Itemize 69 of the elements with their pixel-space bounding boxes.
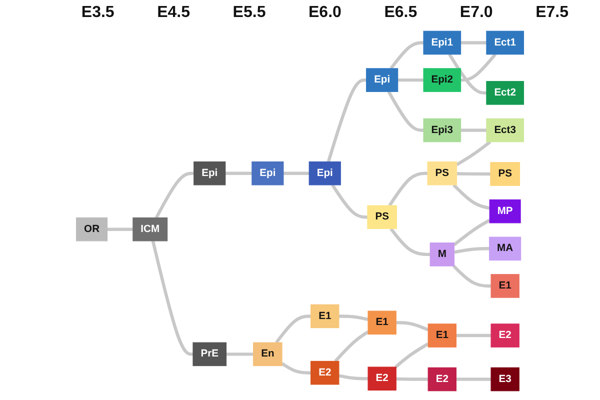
connector xyxy=(453,218,490,246)
node-box: E1 xyxy=(428,324,456,348)
node-box: E2 xyxy=(368,366,396,391)
connector xyxy=(390,41,424,70)
stage-label: E5.5 xyxy=(232,4,266,23)
connector xyxy=(281,362,311,374)
node-box: PS xyxy=(367,205,397,230)
connector xyxy=(448,53,486,95)
connector xyxy=(107,228,133,231)
connector xyxy=(275,314,311,344)
connector xyxy=(452,184,490,210)
connector xyxy=(338,314,368,322)
node-box: ICM xyxy=(132,217,168,242)
node-box: OR xyxy=(76,217,108,242)
connector xyxy=(388,172,428,206)
connector xyxy=(390,228,430,256)
connector xyxy=(225,172,252,175)
node-box: Epi1 xyxy=(423,30,462,55)
connector xyxy=(387,90,424,132)
connector xyxy=(283,172,310,175)
connector xyxy=(460,41,486,44)
connector xyxy=(334,330,369,362)
node-box: M xyxy=(430,242,454,266)
connector xyxy=(398,78,424,82)
connector xyxy=(338,374,368,380)
node-box: MP xyxy=(489,199,521,224)
connector xyxy=(326,78,366,162)
node-box: Epi xyxy=(366,68,398,92)
node-box: Epi3 xyxy=(423,118,462,142)
connector xyxy=(331,184,368,219)
stage-label: E7.0 xyxy=(460,4,493,23)
node-box: Epi xyxy=(252,161,284,186)
connector xyxy=(226,352,254,356)
connector xyxy=(460,128,486,132)
connector xyxy=(456,334,492,338)
node-box: E3 xyxy=(490,367,520,392)
node-box: E1 xyxy=(490,274,520,298)
node-box: En xyxy=(253,342,282,366)
connector xyxy=(460,53,497,82)
node-box: E2 xyxy=(428,367,456,392)
connector xyxy=(394,342,429,368)
node-box: E1 xyxy=(310,304,340,328)
connector xyxy=(456,140,492,166)
connector xyxy=(454,247,490,254)
connector xyxy=(456,378,492,381)
stage-label: E6.0 xyxy=(308,4,342,23)
stage-label: E3.5 xyxy=(81,4,114,23)
node-box: PS xyxy=(490,162,520,186)
connector xyxy=(396,377,428,381)
connector xyxy=(151,240,194,356)
stage-label: E6.5 xyxy=(384,4,418,23)
connector xyxy=(396,321,429,332)
stage-label: E4.5 xyxy=(157,4,190,23)
node-box: E1 xyxy=(368,310,396,335)
node-box: Ect2 xyxy=(486,81,524,105)
node-box: Epi xyxy=(194,161,226,186)
node-box: MA xyxy=(489,236,522,261)
node-box: PS xyxy=(427,161,458,186)
node-box: Epi2 xyxy=(423,68,462,92)
stage-label: E7.5 xyxy=(536,4,569,23)
connector xyxy=(456,172,490,176)
connector xyxy=(452,264,492,288)
node-box: E2 xyxy=(490,324,520,348)
node-box: Ect1 xyxy=(486,30,524,55)
node-box: PrE xyxy=(192,342,227,366)
node-box: Ect3 xyxy=(486,118,524,142)
connector xyxy=(154,172,194,219)
node-box: Epi xyxy=(308,161,341,186)
node-box: E2 xyxy=(310,360,340,385)
